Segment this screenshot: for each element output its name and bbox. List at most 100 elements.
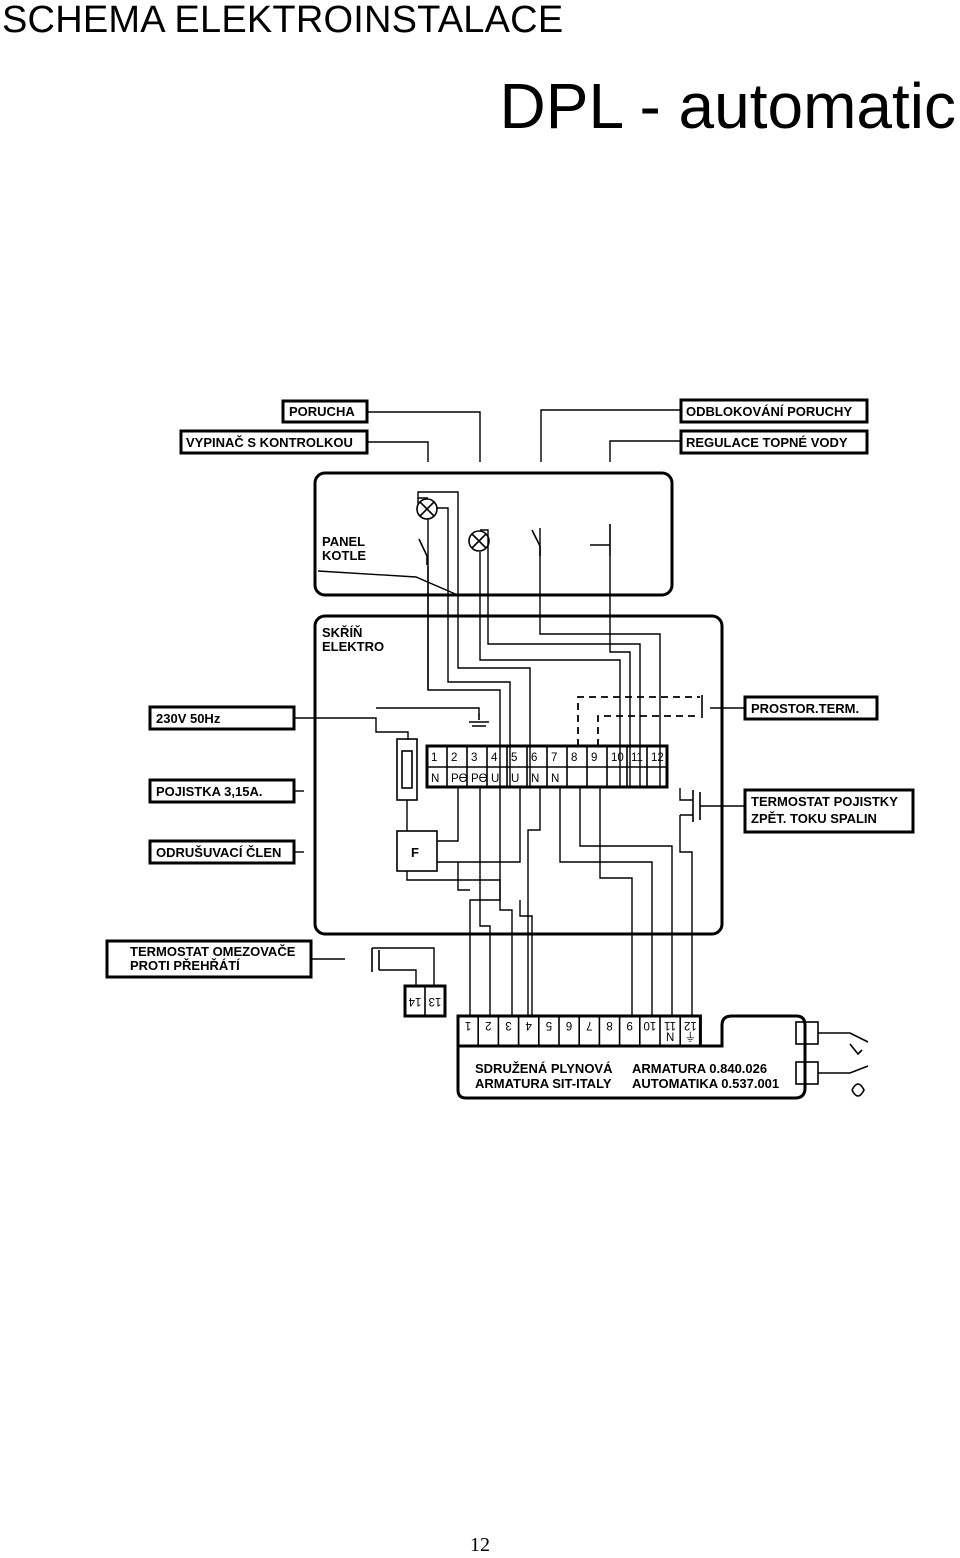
ignition-electrode-icon <box>818 1032 869 1056</box>
svg-text:ARMATURA SIT-ITALY: ARMATURA SIT-ITALY <box>475 1076 612 1091</box>
svg-text:KOTLE: KOTLE <box>322 548 366 563</box>
svg-text:REGULACE TOPNÉ VODY: REGULACE TOPNÉ VODY <box>686 435 848 450</box>
svg-text:ODRUŠUVACÍ ČLEN: ODRUŠUVACÍ ČLEN <box>156 845 281 860</box>
terminal-number: 10 <box>611 752 624 764</box>
room-thermostat-dashed-lead-2 <box>597 715 700 746</box>
flue-thermostat-wires <box>679 788 693 1016</box>
switch-lamp-icon <box>468 530 490 552</box>
porucha-leader <box>367 411 481 462</box>
svg-text:TERMOSTAT OMEZOVAČE: TERMOSTAT OMEZOVAČE <box>130 944 296 959</box>
terminal-marking: Pϴ <box>471 773 488 785</box>
valve-terminal-marking: N <box>666 1032 674 1044</box>
svg-text:TERMOSTAT POJISTKY: TERMOSTAT POJISTKY <box>751 794 898 809</box>
vypinac-label-box: VYPINAČ S KONTROLKOU <box>179 429 369 455</box>
page-heading: SCHEMA ELEKTROINSTALACE <box>2 0 564 41</box>
supply-label-box: 230V 50Hz <box>148 705 296 731</box>
terminal-number: 4 <box>491 752 498 764</box>
vypinac-leader <box>367 441 429 462</box>
terminal-marking: U <box>511 773 519 785</box>
valve-terminal-number: 6 <box>566 1019 572 1031</box>
svg-text:ARMATURA 0.840.026: ARMATURA 0.840.026 <box>632 1061 767 1076</box>
svg-text:AUTOMATIKA 0.537.001: AUTOMATIKA 0.537.001 <box>632 1076 779 1091</box>
porucha-label-box: PORUCHA <box>281 399 369 424</box>
overheat-terminal-number: 14 <box>408 995 421 1007</box>
boiler-panel: PANEL KOTLE <box>313 471 674 597</box>
fuse-label-box: POJISTKA 3,15A. <box>148 778 296 804</box>
svg-text:ZPĚT. TOKU SPALIN: ZPĚT. TOKU SPALIN <box>751 811 877 826</box>
room-thermostat-label-box: PROSTOR.TERM. <box>743 695 879 721</box>
valve-terminal-number: 12 <box>684 1019 697 1031</box>
valve-terminal-number: 3 <box>505 1019 511 1031</box>
svg-text:PROTI PŘEHŘÁTÍ: PROTI PŘEHŘÁTÍ <box>130 958 240 973</box>
terminal-to-valve-wires <box>457 788 673 1016</box>
terminal-number: 11 <box>631 752 643 764</box>
panel-to-terminal-wires <box>417 491 661 788</box>
valve-terminal-marking: ⏚ <box>685 1031 697 1044</box>
terminal-marking: Pϴ <box>451 773 468 785</box>
flue-thermostat-label-box: TERMOSTAT POJISTKY ZPĚT. TOKU SPALIN <box>743 788 915 834</box>
svg-text:F: F <box>411 845 419 860</box>
fault-lamp-icon <box>416 498 438 520</box>
terminal-number: 8 <box>571 752 577 764</box>
valve-terminal-number: 9 <box>626 1019 632 1031</box>
terminal-number: 1 <box>431 752 437 764</box>
page-number: 12 <box>470 1534 490 1556</box>
terminal-number: 12 <box>651 752 664 764</box>
regulace-leader <box>609 440 681 462</box>
overheat-terminal-block: 14 13 <box>403 984 447 1018</box>
ground-lead <box>376 707 480 713</box>
filter-wires <box>406 788 521 1016</box>
valve-terminal-number: 10 <box>644 1019 657 1031</box>
terminal-marking: N <box>551 773 559 785</box>
terminal-number: 3 <box>471 752 477 764</box>
odblokovani-label-box: ODBLOKOVÁNÍ PORUCHY <box>679 398 869 424</box>
svg-text:VYPINAČ S KONTROLKOU: VYPINAČ S KONTROLKOU <box>186 435 353 450</box>
svg-text:SKŘÍŇ: SKŘÍŇ <box>322 625 362 640</box>
terminal-number: 2 <box>451 752 457 764</box>
terminal-number: 9 <box>591 752 597 764</box>
valve-terminal-number: 5 <box>546 1019 552 1031</box>
overheat-thermostat-label-box: TERMOSTAT OMEZOVAČE PROTI PŘEHŘÁTÍ <box>105 939 313 979</box>
svg-text:PANEL: PANEL <box>322 534 365 549</box>
filter-label-box: ODRUŠUVACÍ ČLEN <box>148 839 296 865</box>
svg-text:PROSTOR.TERM.: PROSTOR.TERM. <box>751 701 859 716</box>
terminal-marking: N <box>531 773 539 785</box>
overheat-thermostat-wires <box>372 947 435 986</box>
odblokovani-leader <box>540 409 681 462</box>
overheat-terminal-number: 13 <box>429 995 442 1007</box>
svg-text:ELEKTRO: ELEKTRO <box>322 639 384 654</box>
regulace-label-box: REGULACE TOPNÉ VODY <box>679 429 869 455</box>
reset-button-icon <box>531 529 541 556</box>
valve-terminal-number: 4 <box>525 1019 532 1031</box>
gas-valve-unit: SDRUŽENÁ PLYNOVÁ ARMATURA SIT-ITALY ARMA… <box>456 1014 819 1100</box>
supply-lead <box>294 717 409 740</box>
valve-terminal-number: 1 <box>465 1019 471 1031</box>
valve-terminal-number: 2 <box>485 1019 491 1031</box>
ground-icon <box>469 713 489 727</box>
terminal-number: 7 <box>551 752 557 764</box>
svg-text:POJISTKA 3,15A.: POJISTKA 3,15A. <box>156 784 262 799</box>
valve-terminal-number: 11 <box>664 1019 676 1031</box>
main-switch-icon <box>418 538 428 565</box>
electrical-cabinet: SKŘÍŇ ELEKTRO <box>313 614 724 936</box>
svg-text:SDRUŽENÁ PLYNOVÁ: SDRUŽENÁ PLYNOVÁ <box>475 1061 613 1076</box>
flue-thermostat-contact-icon <box>692 790 745 822</box>
terminal-marking: U <box>491 773 499 785</box>
svg-text:ODBLOKOVÁNÍ PORUCHY: ODBLOKOVÁNÍ PORUCHY <box>686 404 852 419</box>
filter-box: F <box>396 830 438 872</box>
room-thermostat-dashed-lead <box>577 696 700 746</box>
fuse-icon <box>396 738 418 801</box>
room-thermostat-contact-icon <box>701 695 745 718</box>
flame-sensor-icon <box>818 1065 869 1097</box>
temp-regulator-icon <box>590 524 611 556</box>
page-subtitle: DPL - automatic <box>499 70 956 142</box>
valve-terminal-number: 7 <box>586 1019 592 1031</box>
panel-notch-line <box>317 570 461 597</box>
terminal-number: 5 <box>511 752 517 764</box>
terminal-marking: N <box>431 773 439 785</box>
svg-text:230V 50Hz: 230V 50Hz <box>156 711 221 726</box>
valve-terminal-number: 8 <box>606 1019 612 1031</box>
